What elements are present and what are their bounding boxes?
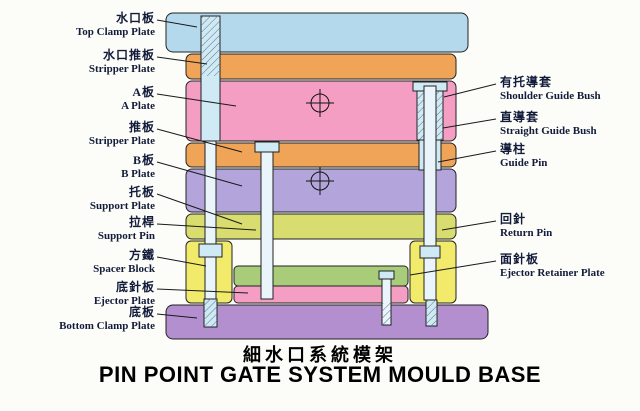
right-bottom-bolt-hatch [426,300,437,326]
label-upper-stripper-plate: 水口推板 Stripper Plate [5,49,155,76]
label-a-plate: A板 A Plate [5,86,155,113]
label-support-pin-zh: 拉桿 [128,215,155,229]
left-bottom-bolt-hatch [204,299,217,327]
label-lower-stripper-plate: 推板 Stripper Plate [5,121,155,148]
leader-ejector-retainer-plate [409,260,497,276]
leader-lower-stripper-plate [156,128,243,153]
label-ejector-plate-zh: 底針板 [115,280,155,294]
b-plate-shape [185,168,457,213]
label-guide-pin-zh: 導柱 [500,142,527,156]
label-lower-stripper-plate-zh: 推板 [128,120,155,134]
label-spacer-block: 方鐵 Spacer Block [5,249,155,276]
ejector-bolt-hatch [382,303,391,325]
a-plate-shape [185,80,457,142]
leader-support-pin [156,223,257,231]
label-top-clamp-plate-zh: 水口板 [115,11,155,25]
label-ejector-retainer-plate-zh: 面針板 [500,252,540,266]
label-bottom-clamp-plate: 底板 Bottom Clamp Plate [5,306,155,333]
label-support-pin: 拉桿 Support Pin [5,216,155,243]
center-mark-a-plate [306,89,334,117]
label-return-pin-zh: 回針 [500,212,527,226]
center-pin-head [254,141,280,153]
ejector-bolt-head [378,270,395,280]
guide-pin-shaft [423,85,437,301]
leader-top-clamp-plate [156,19,198,28]
leader-b-plate [156,161,243,187]
leader-bottom-clamp-plate [156,313,198,319]
leader-shoulder-guide-bush [443,83,497,98]
label-upper-stripper-plate-zh: 水口推板 [102,48,155,62]
support-plate-shape [185,213,457,240]
label-support-pin-en: Support Pin [97,230,155,242]
label-a-plate-zh: A板 [132,85,155,99]
label-lower-stripper-plate-en: Stripper Plate [88,135,155,147]
label-straight-guide-bush: 直導套 Straight Guide Bush [500,111,638,138]
label-support-plate-en: Support Plate [89,200,155,212]
center-mark-b-plate [306,167,334,195]
leader-support-plate [156,193,243,225]
label-shoulder-guide-bush-zh: 有托導套 [500,75,553,89]
label-shoulder-guide-bush-en: Shoulder Guide Bush [500,90,601,102]
leader-straight-guide-bush [442,118,497,129]
left-pin-shaft [204,140,217,300]
label-support-plate-zh: 托板 [128,185,155,199]
top-clamp-plate-shape [165,12,469,53]
label-guide-pin-en: Guide Pin [500,157,548,169]
label-spacer-block-zh: 方鐵 [128,248,155,262]
label-b-plate-en: B Plate [121,168,155,180]
leader-return-pin [441,220,497,231]
label-guide-pin: 導柱 Guide Pin [500,143,638,170]
leader-upper-stripper-plate [156,56,208,65]
label-straight-guide-bush-zh: 直導套 [500,110,540,124]
label-ejector-retainer-plate-en: Ejector Retainer Plate [500,267,605,279]
label-ejector-plate-en: Ejector Plate [93,295,155,307]
left-pin-collar [198,243,223,258]
bottom-clamp-plate-shape [165,304,489,340]
label-a-plate-en: A Plate [121,100,155,112]
label-return-pin-en: Return Pin [500,227,553,239]
label-ejector-retainer-plate: 面針板 Ejector Retainer Plate [500,253,638,280]
lower-stripper-plate-shape [185,142,457,168]
label-upper-stripper-plate-en: Stripper Plate [88,63,155,75]
leader-ejector-plate [156,288,249,294]
leader-spacer-block [156,256,207,267]
label-shoulder-guide-bush: 有托導套 Shoulder Guide Bush [500,76,638,103]
label-return-pin: 回針 Return Pin [500,213,638,240]
label-top-clamp-plate-en: Top Clamp Plate [75,26,155,38]
left-pin-sleeve-hatch [201,16,220,76]
label-bottom-clamp-plate-zh: 底板 [128,305,155,319]
label-straight-guide-bush-en: Straight Guide Bush [500,125,597,137]
guide-pin-collar [419,245,441,259]
label-spacer-block-en: Spacer Block [93,263,155,275]
leader-a-plate [156,93,237,107]
ejector-plate-shape [233,285,409,304]
label-bottom-clamp-plate-en: Bottom Clamp Plate [59,320,155,332]
upper-stripper-plate-shape [185,53,457,80]
label-b-plate: B板 B Plate [5,154,155,181]
diagram-title-chinese: 細水口系統模架 [243,345,397,365]
center-pin-shaft [260,151,274,300]
label-ejector-plate: 底針板 Ejector Plate [5,281,155,308]
label-top-clamp-plate: 水口板 Top Clamp Plate [5,12,155,39]
diagram-title-english: PIN POINT GATE SYSTEM MOULD BASE [98,362,542,387]
label-support-plate: 托板 Support Plate [5,186,155,213]
label-b-plate-zh: B板 [132,153,155,167]
leader-guide-pin [437,150,497,163]
